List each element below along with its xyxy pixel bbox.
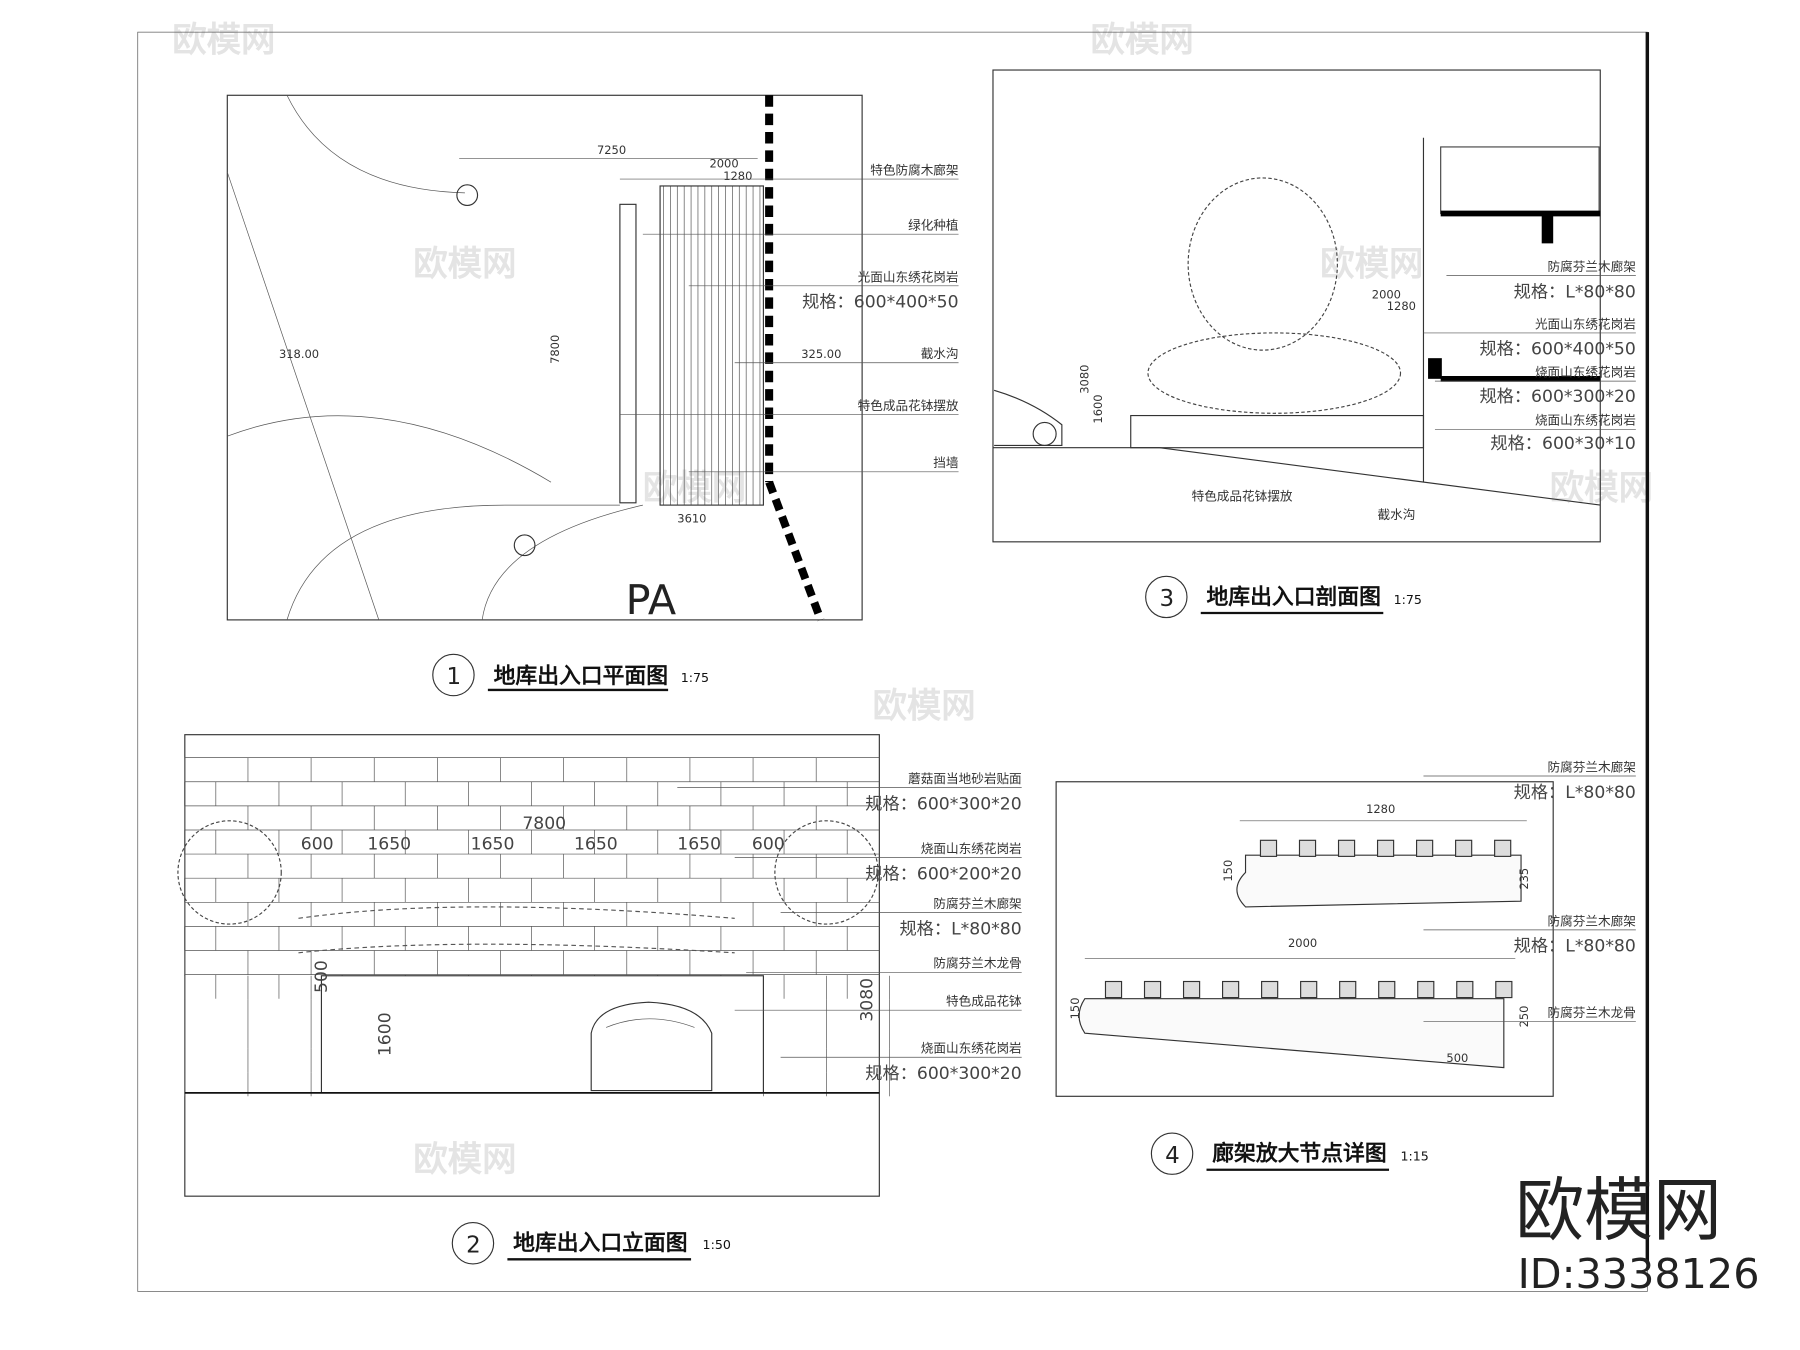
dimension: 1650 bbox=[574, 834, 618, 854]
watermark-text: 欧模网 bbox=[413, 1140, 516, 1180]
callout-label: 防腐芬兰木廊架 bbox=[1548, 759, 1637, 774]
callout-label: 防腐芬兰木龙骨 bbox=[933, 956, 1021, 971]
callout-label: 规格：L*80*80 bbox=[1514, 783, 1636, 803]
watermark-text: 欧模网 bbox=[643, 468, 746, 508]
watermark-text: 欧模网 bbox=[872, 686, 975, 726]
dimension: 250 bbox=[1517, 1006, 1531, 1028]
dimension: 2000 bbox=[1288, 936, 1317, 950]
callout-label: 光面山东绣花岗岩 bbox=[1535, 316, 1636, 331]
callout-label: 蘑菇面当地砂岩贴面 bbox=[908, 771, 1021, 786]
dimension: 3610 bbox=[677, 511, 706, 525]
dimension: 600 bbox=[301, 834, 334, 854]
parking-text: PA bbox=[626, 576, 677, 624]
dimension: 7800 bbox=[548, 335, 562, 364]
callout-label: 挡墙 bbox=[933, 455, 959, 470]
view-scale: 1:75 bbox=[1394, 592, 1422, 607]
watermark-text: 欧模网 bbox=[172, 21, 275, 61]
dimension: 3080 bbox=[857, 978, 877, 1022]
callout-label: 截水沟 bbox=[1378, 507, 1416, 522]
dimension: 1280 bbox=[723, 169, 752, 183]
dimension: 1650 bbox=[677, 834, 721, 854]
dimension: 1650 bbox=[471, 834, 515, 854]
dimension: 1280 bbox=[1366, 802, 1395, 816]
callout-label: 截水沟 bbox=[921, 346, 959, 361]
watermark-text: 欧模网 bbox=[1320, 245, 1423, 285]
dimension: 1600 bbox=[1091, 394, 1105, 423]
view-number: 4 bbox=[1165, 1143, 1180, 1169]
dimension: 7250 bbox=[597, 143, 626, 157]
view-title: 地库出入口立面图 bbox=[513, 1230, 687, 1256]
callout-label: 特色成品花钵摆放 bbox=[1192, 489, 1293, 504]
callout-label: 特色成品花钵摆放 bbox=[858, 398, 959, 413]
view-title: 地库出入口平面图 bbox=[494, 664, 668, 689]
level-mark: 325.00 bbox=[801, 347, 841, 361]
watermark-text: 欧模网 bbox=[1550, 468, 1653, 508]
callout-label: 烧面山东绣花岗岩 bbox=[921, 841, 1022, 856]
dimension: 500 bbox=[312, 960, 332, 993]
detail-view: 1280 2000 150 235 150 250 500 防腐芬兰木廊架规格：… bbox=[1055, 759, 1637, 1097]
level-mark: 318.00 bbox=[279, 347, 319, 361]
dimension: 235 bbox=[1517, 868, 1531, 890]
brand-watermark: 欧模网 ID:3338126 bbox=[1515, 1171, 1759, 1298]
callout-label: 规格：L*80*80 bbox=[899, 919, 1021, 939]
dimension: 600 bbox=[752, 834, 785, 854]
model-id: ID:3338126 bbox=[1518, 1250, 1760, 1298]
dimension: 1280 bbox=[1387, 299, 1416, 313]
dimension: 7800 bbox=[522, 814, 566, 834]
view-scale: 1:15 bbox=[1401, 1149, 1429, 1164]
sheet-border bbox=[137, 31, 1648, 1292]
elevation-view: 7800 600 1650 1650 1650 1650 600 1600 50… bbox=[177, 734, 1022, 1197]
callout-label: 规格：600*30*10 bbox=[1490, 434, 1635, 454]
watermark-text: 欧模网 bbox=[413, 245, 516, 285]
callout-label: 绿化种植 bbox=[908, 218, 959, 233]
dimension: 2000 bbox=[1372, 287, 1401, 301]
callout-label: 光面山东绣花岗岩 bbox=[858, 269, 959, 284]
callout-label: 烧面山东绣花岗岩 bbox=[921, 1041, 1022, 1056]
dimension: 150 bbox=[1221, 860, 1235, 882]
dimension: 1600 bbox=[375, 1012, 395, 1056]
plan-view: PA 318.00 325.00 7250 2000 1280 3610 780… bbox=[226, 94, 959, 624]
callout-label: 防腐芬兰木廊架 bbox=[933, 896, 1022, 911]
callout-label: 烧面山东绣花岗岩 bbox=[1535, 365, 1636, 380]
callout-label: 规格：L*80*80 bbox=[1514, 937, 1636, 957]
callout-label: 规格：L*80*80 bbox=[1514, 282, 1636, 302]
dimension: 150 bbox=[1068, 997, 1082, 1019]
view-scale: 1:75 bbox=[681, 670, 709, 685]
callout-label: 防腐芬兰木廊架 bbox=[1548, 259, 1637, 274]
callout-label: 特色防腐木廊架 bbox=[870, 162, 959, 177]
callout-label: 规格：600*300*20 bbox=[1479, 387, 1635, 407]
callout-label: 防腐芬兰木廊架 bbox=[1548, 913, 1637, 928]
callout-label: 烧面山东绣花岗岩 bbox=[1535, 413, 1636, 428]
detail-title: 4 廊架放大节点详图 1:15 bbox=[1150, 1132, 1429, 1175]
section-title: 3 地库出入口剖面图 1:75 bbox=[1145, 575, 1422, 619]
callout-label: 规格：600*300*20 bbox=[865, 1064, 1021, 1084]
watermark-text: 欧模网 bbox=[1091, 21, 1194, 61]
brand-logo-text: 欧模网 bbox=[1515, 1171, 1722, 1251]
callout-label: 规格：600*200*20 bbox=[865, 864, 1021, 884]
callout-label: 防腐芬兰木龙骨 bbox=[1548, 1005, 1636, 1020]
view-number: 2 bbox=[466, 1232, 481, 1258]
view-scale: 1:50 bbox=[703, 1237, 731, 1252]
dimension: 1650 bbox=[367, 834, 411, 854]
view-number: 3 bbox=[1159, 586, 1174, 612]
callout-label: 规格：600*400*50 bbox=[1479, 340, 1635, 360]
elevation-title: 2 地库出入口立面图 1:50 bbox=[451, 1222, 731, 1265]
callout-label: 特色成品花钵 bbox=[946, 994, 1022, 1009]
callout-label: 规格：600*400*50 bbox=[802, 293, 958, 313]
dimension: 500 bbox=[1446, 1051, 1468, 1065]
plan-title: 1 地库出入口平面图 1:75 bbox=[432, 653, 709, 697]
dimension: 2000 bbox=[709, 157, 738, 171]
view-title: 廊架放大节点详图 bbox=[1212, 1141, 1386, 1167]
dimension: 3080 bbox=[1077, 365, 1091, 394]
view-title: 地库出入口剖面图 bbox=[1207, 584, 1381, 610]
callout-label: 规格：600*300*20 bbox=[865, 794, 1021, 814]
view-number: 1 bbox=[447, 664, 462, 690]
